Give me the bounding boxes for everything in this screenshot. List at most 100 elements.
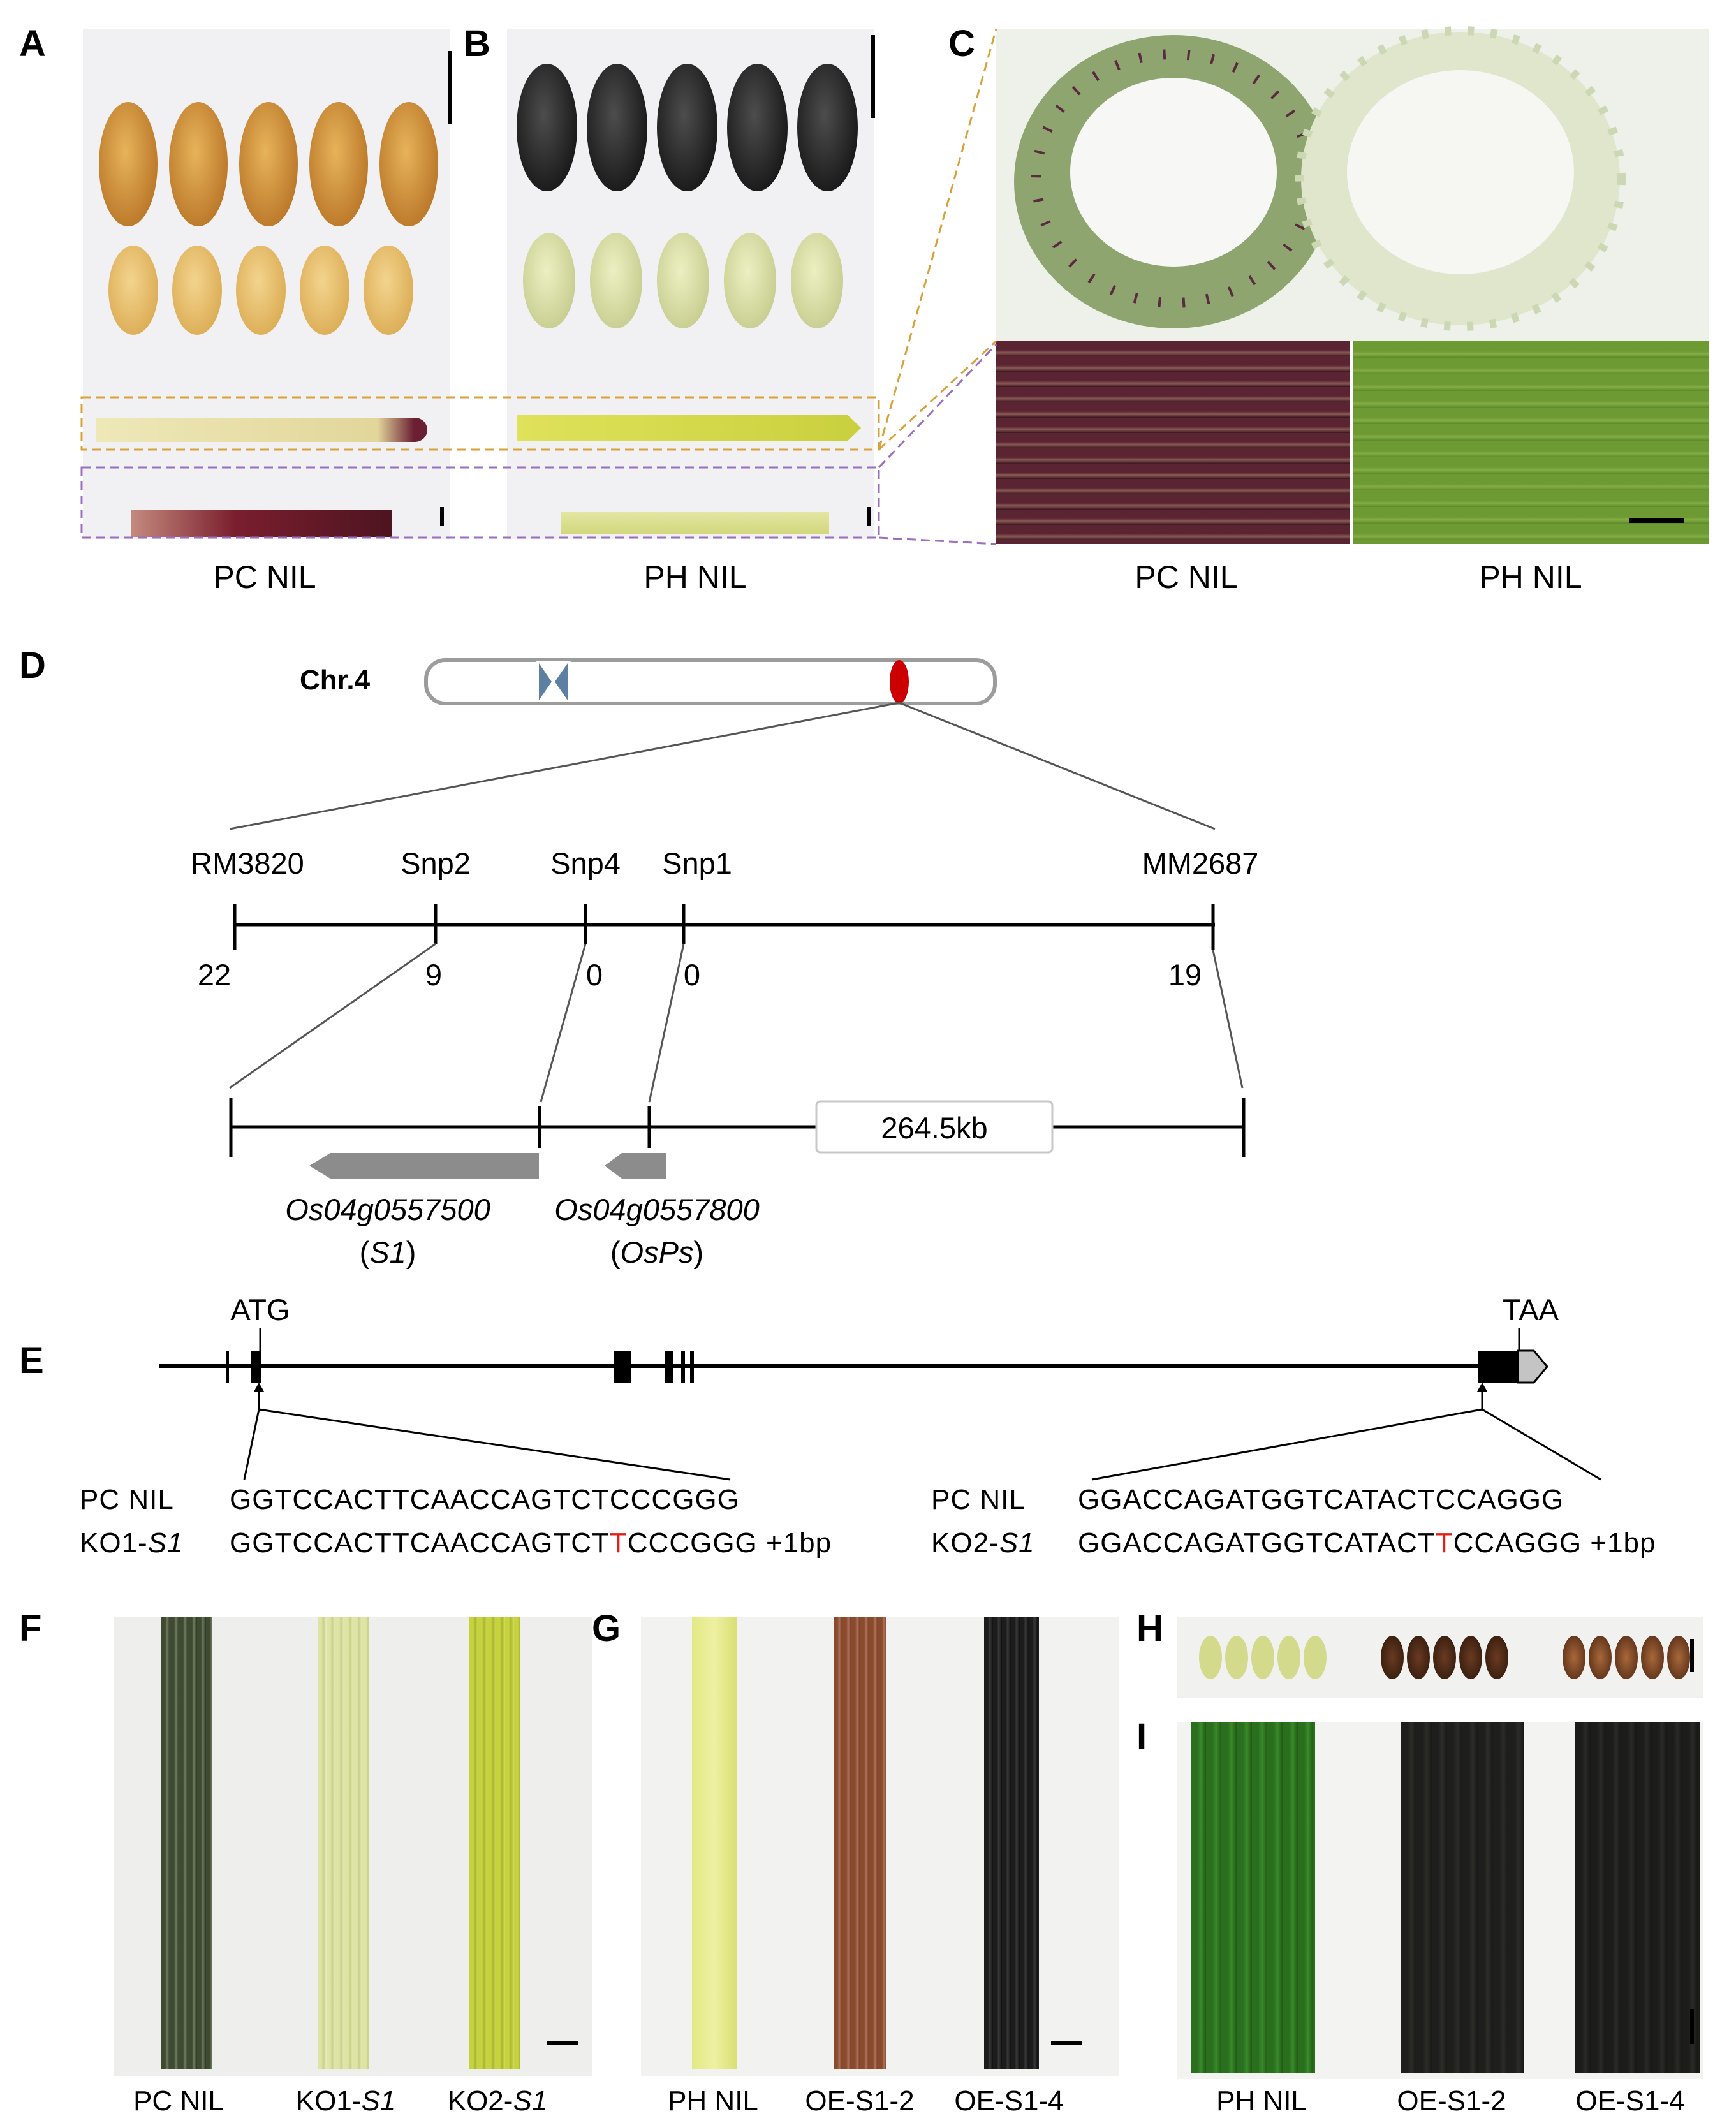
panel-letter-a: A [19,23,46,64]
panel-letter-c: C [948,23,975,64]
pc-hulled-grain [379,102,438,226]
gene-alias-s1: (S1) [359,1235,416,1269]
panel-letter-g: G [592,1608,621,1649]
panel-h-photo [1177,1617,1703,1698]
ph-dehulled-grain [590,233,642,328]
scale-bar [1051,2041,1082,2045]
ph-stigma [517,415,861,441]
ph-hulled-grain [797,64,858,191]
label-f-pc-nil: PC NIL [133,2085,224,2117]
marker-rm3820: RM3820 [191,846,304,880]
oe-s1-4-grain [1615,1636,1638,1679]
gene-id-s1: Os04g0557500 [285,1193,490,1226]
pc-internode [131,510,392,537]
panel-a-photo [83,29,450,539]
ph-dehulled-grain [523,233,575,328]
pc-hulled-grain [309,102,368,226]
ph-stem-surface [1353,341,1709,544]
oe-s1-2-leaf [1401,1722,1524,2073]
pc-stem-surface [996,341,1350,544]
oe-s1-2-stem [834,1617,886,2069]
panel-letter-i: I [1136,1716,1147,1758]
label-i-ph-nil: PH NIL [1216,2085,1307,2117]
start-codon-label: ATG [230,1293,290,1326]
ko2-wt-sequence: GGACCAGATGGTCATACTCCAGGG [1078,1484,1564,1515]
ph-dehulled-grain [657,233,709,328]
oe-s1-2-grain [1381,1636,1404,1679]
marker-mm2687: MM2687 [1142,846,1259,880]
ko2-mut-sequence: GGACCAGATGGTCATACTTCCAGGG +1bp [1078,1527,1656,1559]
pc-dehulled-grain [172,246,222,335]
pc-hulled-grain [239,102,298,226]
ph-nil-grain [1277,1636,1300,1679]
label-pc-nil: PC NIL [213,559,316,595]
oe-s1-4-leaf [1575,1722,1700,2073]
ph-hulled-grain [517,64,577,191]
ph-nil-grain [1304,1636,1327,1679]
recombinant-count: 19 [1168,958,1202,992]
scale-bar [871,35,875,118]
ko1-wt-sequence: GGTCCACTTCAACCAGTCTCCCGGG [230,1484,740,1515]
label-i-oe-s1-2: OE-S1-2 [1397,2085,1506,2117]
ph-dehulled-grain [791,233,843,328]
ph-hulled-grain [657,64,717,191]
label-f-ko1: KO1-S1 [295,2085,396,2117]
pc-dehulled-grain [236,246,286,335]
panel-letter-h: H [1136,1608,1163,1649]
label-i-oe-s1-4: OE-S1-4 [1575,2085,1685,2117]
ph-hulled-grain [587,64,647,191]
ko1-insertion: T [609,1527,628,1559]
recombinant-count: 0 [683,958,701,992]
gene-id-osps: Os04g0557800 [554,1193,760,1226]
pc-dehulled-grain [364,246,413,335]
pc-stigma [96,418,427,442]
oe-s1-2-grain [1459,1636,1482,1679]
label-g-ph-nil: PH NIL [668,2085,758,2117]
panel-f-photo [114,1617,592,2076]
ko2-mut-label: KO2-S1 [931,1527,1035,1559]
marker-snp1: Snp1 [662,846,732,880]
recombinant-count: 9 [425,958,443,992]
oe-s1-4-grain [1667,1636,1690,1679]
scale-bar [440,507,444,526]
oe-s1-4-grain [1589,1636,1612,1679]
panel-letter-f: F [19,1608,42,1649]
ko2-wt-label: PC NIL [931,1484,1026,1515]
ph-nil-grain [1199,1636,1222,1679]
panel-letter-b: B [464,23,490,64]
panel-letter-e: E [19,1340,44,1381]
pc-dehulled-grain [108,246,158,335]
ph-dehulled-grain [724,233,776,328]
ph-nil-grain [1225,1636,1248,1679]
scale-bar [448,51,452,124]
ko2-stem [469,1617,520,2069]
oe-s1-2-grain [1407,1636,1430,1679]
label-g-oe-s1-2: OE-S1-2 [805,2085,915,2117]
ph-nil-stem [692,1617,737,2069]
panel-i-photo [1177,1722,1703,2079]
recombinant-count: 0 [585,958,603,992]
ph-hulled-grain [727,64,788,191]
panel-g-photo [641,1617,1119,2076]
ph-nil-leaf [1191,1722,1315,2073]
scale-bar [547,2041,578,2045]
marker-snp2: Snp2 [401,846,471,880]
scale-bar [1629,518,1684,523]
scale-bar [1690,2009,1694,2044]
ph-internode [561,512,829,534]
region-size-box: 264.5kb [881,1111,988,1145]
ph-nil-grain [1251,1636,1274,1679]
label-pc-nil-c: PC NIL [1135,559,1238,595]
oe-s1-4-grain [1641,1636,1664,1679]
marker-snp4: Snp4 [550,846,621,880]
label-g-oe-s1-4: OE-S1-4 [954,2085,1064,2117]
label-ph-nil-c: PH NIL [1479,559,1582,595]
oe-s1-4-grain [1563,1636,1585,1679]
label-ph-nil: PH NIL [644,559,747,595]
gene-alias-osps: (OsPs) [610,1235,704,1269]
oe-s1-2-grain [1485,1636,1508,1679]
